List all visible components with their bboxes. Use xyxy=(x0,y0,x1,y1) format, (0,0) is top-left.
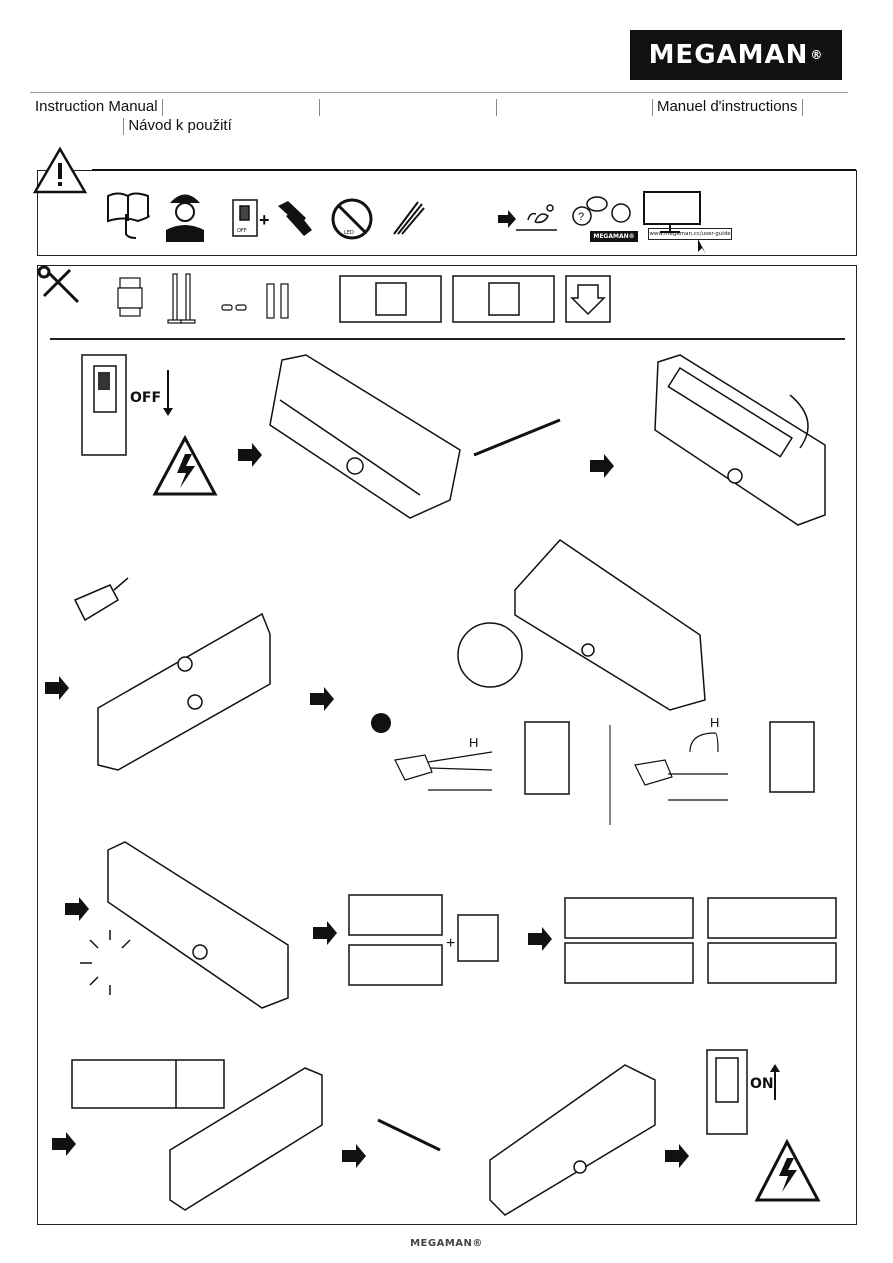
note-icon xyxy=(371,713,391,733)
title-en: Instruction Manual xyxy=(35,98,158,115)
step-arrow xyxy=(52,1132,76,1156)
plus-sign: + xyxy=(446,935,455,952)
cable-gland-icon xyxy=(117,277,143,317)
language-titles: Instruction Manual Manuel d'instructions… xyxy=(35,97,835,135)
instructions-box xyxy=(37,265,857,1225)
wire-strip-right xyxy=(634,732,728,801)
screwdriver-icon xyxy=(377,1118,441,1152)
detail-zoom xyxy=(457,622,523,688)
housing-base xyxy=(97,612,271,771)
support-chat-icon: ? xyxy=(572,196,631,226)
housing-open-wiring xyxy=(514,539,706,711)
tools-icon xyxy=(37,265,80,304)
registered-mark: ® xyxy=(810,48,824,62)
cable-label-h-left: H xyxy=(469,735,478,750)
screws-icon xyxy=(167,273,196,324)
title-cz: Návod k použití xyxy=(128,117,232,134)
electrician-icon xyxy=(166,194,204,242)
title-separator xyxy=(161,98,163,116)
step-arrow xyxy=(528,927,552,951)
off-label: OFF xyxy=(130,390,162,406)
wall-plugs-icon xyxy=(266,283,289,319)
housing-final xyxy=(489,1064,656,1216)
housing-led-check xyxy=(107,841,289,1009)
step-arrow xyxy=(238,443,262,467)
title-separator xyxy=(651,98,653,116)
title-separator xyxy=(801,98,803,116)
next-arrow-icon xyxy=(498,210,516,228)
svg-text:?: ? xyxy=(578,211,584,223)
screwdriver-icon xyxy=(473,418,561,457)
read-manual-icon xyxy=(107,192,150,239)
title-separator xyxy=(319,98,321,116)
housing-cover-open xyxy=(654,354,826,526)
label-exit-1 xyxy=(348,894,443,936)
step-arrow xyxy=(665,1144,689,1168)
step-arrow xyxy=(65,897,89,921)
terminal-block-left xyxy=(524,721,570,795)
step-arrow xyxy=(590,454,614,478)
monitor-guide-icon xyxy=(643,191,706,254)
no-touch-led-icon: LED xyxy=(331,198,373,240)
environment-icon xyxy=(516,204,557,231)
label-arrow xyxy=(457,914,499,962)
support-logo: MEGAMAN® xyxy=(590,231,638,242)
combo-left xyxy=(707,942,837,984)
wire-strip-left xyxy=(394,751,493,791)
applied-label xyxy=(71,1059,225,1109)
switch-off-icon xyxy=(232,199,258,237)
on-label: ON xyxy=(750,1076,774,1092)
combo-right xyxy=(707,897,837,939)
title-separator xyxy=(123,117,125,135)
combo-up xyxy=(564,897,694,939)
title-separator xyxy=(496,98,498,116)
plus-sign: + xyxy=(259,210,270,230)
combo-down xyxy=(564,942,694,984)
cover-closed xyxy=(169,1067,323,1211)
washers-icon xyxy=(221,304,247,311)
safety-icons: OFF + LED ? xyxy=(32,146,856,254)
title-fr: Manuel d'instructions xyxy=(656,98,798,115)
gloves-icon xyxy=(278,201,312,236)
drill-icon xyxy=(73,577,129,622)
footer-brand: MEGAMAN® xyxy=(410,1238,483,1249)
step-arrow xyxy=(310,687,334,711)
step-arrow xyxy=(342,1144,366,1168)
wire-icon xyxy=(393,201,425,235)
led-label: LED xyxy=(344,230,354,236)
megaman-logo: MEGAMAN® xyxy=(630,30,842,80)
terminal-block-right xyxy=(769,721,815,793)
switch-off-label: OFF xyxy=(237,228,247,234)
step-arrow xyxy=(313,921,337,945)
led-blink-icon xyxy=(80,930,131,995)
label-exit-2 xyxy=(348,944,443,986)
cable-label-h-right: H xyxy=(710,715,719,730)
warning-triangle-icon xyxy=(32,146,856,194)
step-arrow xyxy=(45,676,69,700)
parts-rule xyxy=(50,338,845,340)
header-rule xyxy=(30,92,848,93)
housing-closed xyxy=(269,354,461,519)
guide-url: www.megaman.cc/user-guide xyxy=(648,228,732,240)
logo-text: MEGAMAN xyxy=(648,40,809,70)
